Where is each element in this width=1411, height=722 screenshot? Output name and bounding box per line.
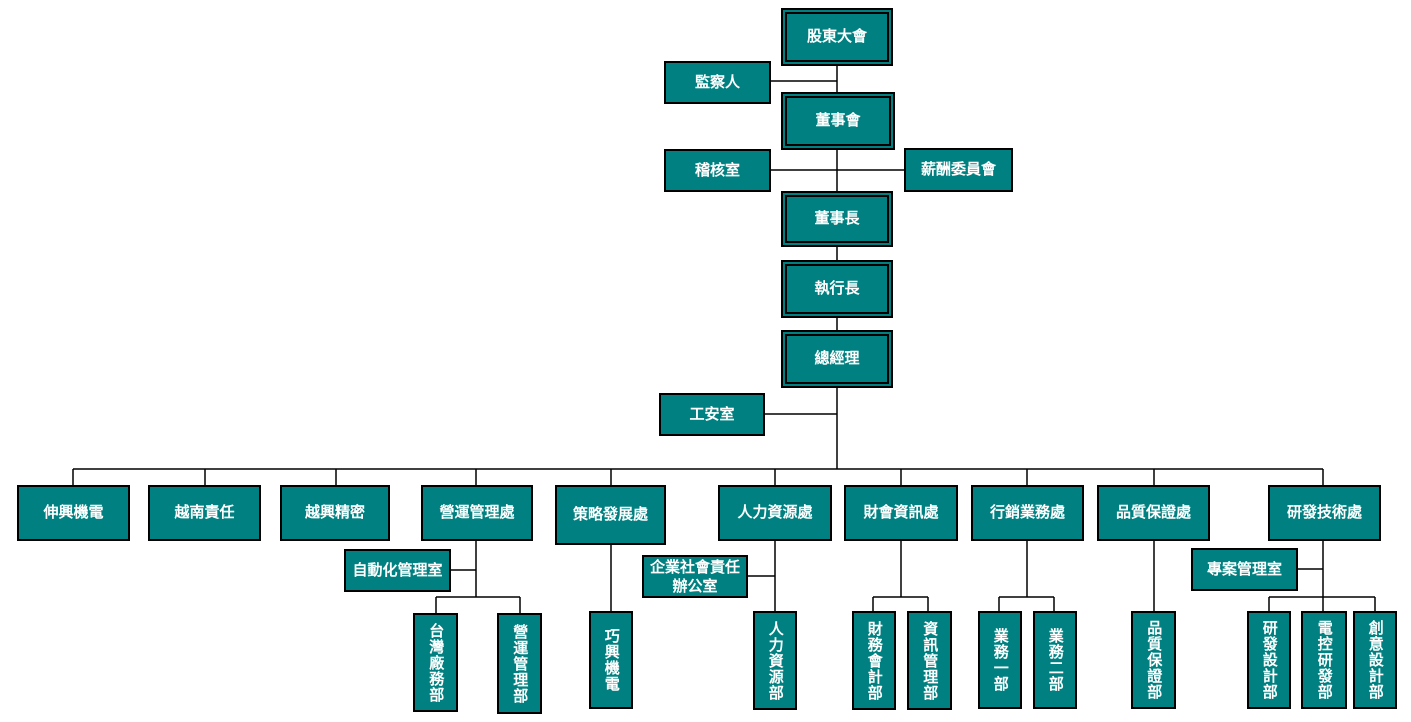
- box-division: 策略發展處: [555, 485, 666, 545]
- box-label: 越南責任: [174, 503, 235, 522]
- box-safety-office: 工安室: [659, 393, 765, 436]
- box-label: 研發技術處: [1286, 503, 1362, 522]
- box-label: 電控研發部: [1315, 620, 1334, 700]
- box-division: 研發技術處: [1268, 485, 1381, 541]
- box-board: 董事會: [781, 92, 895, 150]
- box-division: 伸興機電: [17, 485, 130, 541]
- box-compensation-committee: 薪酬委員會: [904, 148, 1013, 192]
- box-label: 執行長: [814, 279, 860, 298]
- box-label: 業務二部: [1046, 628, 1065, 692]
- box-label: 薪酬委員會: [920, 160, 996, 179]
- box-department: 營運管理部: [497, 613, 542, 714]
- box-supervisor: 監察人: [664, 61, 771, 104]
- box-division: 越南責任: [148, 485, 261, 541]
- box-label: 資訊管理部: [921, 620, 940, 701]
- box-label: 自動化管理室: [352, 560, 443, 579]
- box-division: 營運管理處: [421, 485, 533, 541]
- box-department: 資訊管理部: [907, 611, 952, 710]
- box-shareholders-meeting: 股東大會: [781, 8, 893, 66]
- box-label: 行銷業務處: [989, 503, 1065, 522]
- box-division: 品質保證處: [1097, 485, 1210, 541]
- box-label: 董事長: [814, 209, 860, 228]
- box-department: 業務一部: [978, 611, 1022, 709]
- box-division: 行銷業務處: [971, 485, 1084, 541]
- box-division: 越興精密: [280, 485, 390, 541]
- box-label: 股東大會: [806, 27, 867, 46]
- box-label: 策略發展處: [572, 505, 648, 524]
- box-automation-office: 自動化管理室: [344, 549, 451, 592]
- box-label: 專案管理室: [1206, 559, 1282, 578]
- box-department: 巧興機電: [589, 611, 633, 709]
- box-csr-office: 企業社會責任辦公室: [642, 555, 748, 598]
- box-label: 工安室: [689, 404, 735, 423]
- box-division: 財會資訊處: [844, 485, 958, 541]
- box-department: 財務會計部: [852, 611, 896, 710]
- box-label: 財務會計部: [865, 620, 884, 701]
- box-project-office: 專案管理室: [1191, 548, 1298, 591]
- box-label: 人力資源部: [766, 620, 785, 701]
- box-label: 品質保證部: [1145, 620, 1164, 700]
- box-label: 總經理: [814, 349, 860, 368]
- box-label: 越興精密: [304, 503, 365, 522]
- box-department: 人力資源部: [753, 611, 797, 710]
- box-label: 巧興機電: [602, 628, 621, 692]
- box-label: 品質保證處: [1115, 503, 1191, 522]
- box-department: 創意設計部: [1353, 611, 1397, 709]
- box-label: 研發設計部: [1260, 620, 1279, 700]
- box-label: 人力資源處: [737, 503, 813, 522]
- box-department: 業務二部: [1033, 611, 1077, 709]
- box-label: 監察人: [694, 72, 740, 91]
- box-label: 董事會: [815, 111, 861, 130]
- box-department: 品質保證部: [1131, 611, 1176, 709]
- box-label: 營運管理部: [511, 623, 530, 704]
- box-label: 稽核室: [694, 160, 740, 179]
- box-department: 電控研發部: [1301, 611, 1347, 709]
- box-label-line2: 辦公室: [672, 576, 718, 595]
- box-label: 創意設計部: [1366, 620, 1385, 700]
- box-department: 研發設計部: [1247, 611, 1291, 709]
- box-chairman: 董事長: [781, 191, 893, 247]
- box-department: 台灣廠務部: [413, 613, 458, 712]
- box-general-manager: 總經理: [781, 330, 893, 388]
- box-label: 業務一部: [991, 628, 1010, 692]
- box-ceo: 執行長: [781, 260, 893, 318]
- box-label: 台灣廠務部: [427, 622, 446, 703]
- box-label: 財會資訊處: [863, 503, 939, 522]
- box-audit: 稽核室: [664, 149, 771, 192]
- box-label: 營運管理處: [439, 503, 515, 522]
- box-label: 伸興機電: [43, 503, 104, 522]
- box-division: 人力資源處: [718, 485, 832, 541]
- box-label-line1: 企業社會責任: [649, 557, 740, 576]
